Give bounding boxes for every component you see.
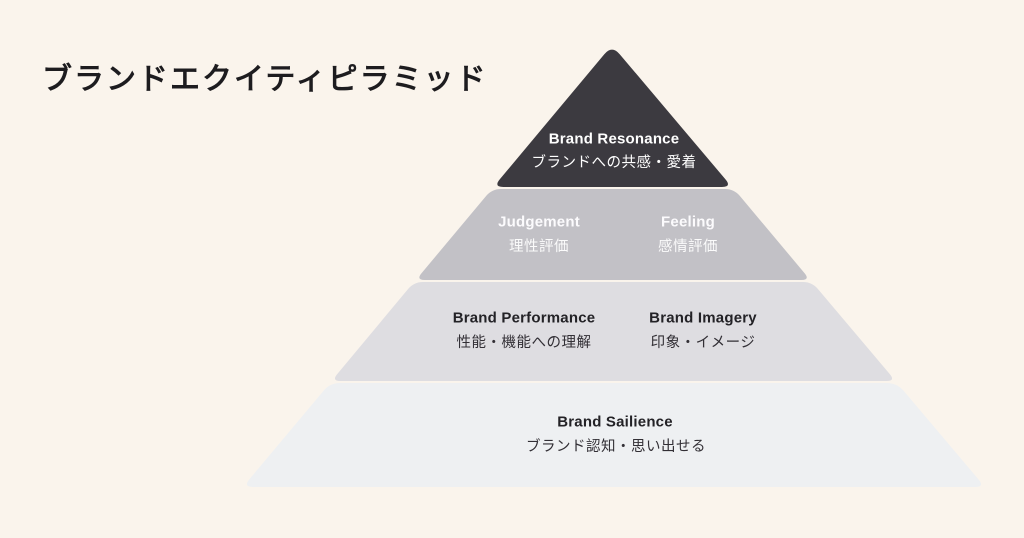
- level1-resonance-label-en: Brand Resonance: [548, 130, 680, 148]
- level2-feeling-label-jp: 感情評価: [658, 238, 718, 255]
- pyramid-level-3-shape: [334, 282, 893, 381]
- level2-feeling-label-en: Feeling: [661, 213, 715, 231]
- level2-judgement-label-jp: 理性評価: [509, 238, 569, 255]
- level3-performance-label-jp: 性能・機能への理解: [456, 334, 592, 351]
- pyramid-level-1-shape: [497, 49, 728, 187]
- pyramid-level-2-shape: [419, 189, 807, 280]
- level4-salience-label-en: Brand Sailience: [557, 413, 673, 431]
- level1-resonance-label-jp: ブランドへの共感・愛着: [531, 154, 697, 171]
- level3-performance-label-en: Brand Performance: [452, 309, 596, 327]
- level4-salience-label-jp: ブランド認知・思い出せる: [526, 438, 706, 455]
- level3-imagery-label-jp: 印象・イメージ: [650, 334, 756, 351]
- pyramid-level-4-shape: [246, 383, 982, 487]
- level3-imagery-label-en: Brand Imagery: [649, 309, 757, 327]
- page-title: ブランドエクイティピラミッド: [42, 63, 488, 96]
- level2-judgement-label-en: Judgement: [498, 213, 580, 231]
